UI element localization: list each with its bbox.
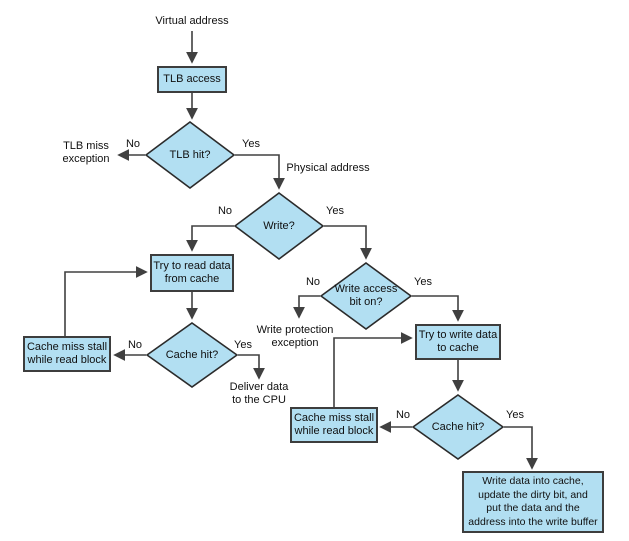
label-tlb-miss-exception: TLB miss exception [62, 140, 110, 165]
node-cache-miss-write: Cache miss stall while read block [290, 407, 378, 443]
label-tlb-hit-yes: Yes [242, 138, 260, 150]
diamond-shape [412, 394, 504, 460]
node-tlb-hit-label: TLB hit? [169, 148, 211, 161]
connector-write-yes [324, 225, 372, 260]
diamond-shape [320, 262, 412, 330]
connector-cache-hit-read-yes [238, 354, 265, 380]
node-write-label: Write? [263, 219, 295, 232]
diamond-shape [146, 322, 238, 388]
node-write-access-label: Write access bit on? [334, 283, 398, 308]
connector-cache-miss-read-loop [64, 266, 148, 336]
label-cache-hit-write-no: No [395, 409, 411, 421]
node-tlb-access: TLB access [157, 66, 227, 93]
diamond-shape [234, 192, 324, 260]
label-deliver-data: Deliver data to the CPU [229, 381, 289, 406]
label-virtual-address: Virtual address [155, 15, 229, 27]
label-write-yes: Yes [326, 205, 344, 217]
node-cache-hit-write: Cache hit? [412, 394, 504, 460]
label-write-access-yes: Yes [414, 276, 432, 288]
label-cache-hit-write-yes: Yes [506, 409, 524, 421]
connector-tlb-hit-yes [235, 154, 285, 190]
label-tlb-hit-no: No [125, 138, 141, 150]
label-write-access-no: No [305, 276, 321, 288]
node-try-read: Try to read data from cache [150, 254, 234, 292]
node-write-access: Write access bit on? [320, 262, 412, 330]
connector-cache-hit-write-yes [504, 426, 538, 470]
node-tlb-hit: TLB hit? [145, 121, 235, 189]
label-cache-hit-read-no: No [127, 339, 143, 351]
diamond-shape [145, 121, 235, 189]
connector-cache-miss-write-loop [333, 332, 413, 407]
connector-write-access-yes [412, 295, 464, 322]
label-write-no: No [217, 205, 233, 217]
node-cache-miss-read: Cache miss stall while read block [23, 336, 111, 372]
label-cache-hit-read-yes: Yes [234, 339, 252, 351]
connector-write-no [186, 225, 234, 252]
label-physical-address: Physical address [286, 162, 370, 174]
node-cache-hit-read: Cache hit? [146, 322, 238, 388]
node-write-data-buffer: Write data into cache, update the dirty … [462, 471, 604, 533]
node-try-write: Try to write data to cache [415, 324, 501, 360]
connector-write-access-no [293, 295, 320, 319]
label-write-protection-exception: Write protection exception [256, 324, 334, 349]
node-write: Write? [234, 192, 324, 260]
node-cache-hit-read-label: Cache hit? [165, 348, 219, 361]
node-cache-hit-write-label: Cache hit? [431, 420, 485, 433]
